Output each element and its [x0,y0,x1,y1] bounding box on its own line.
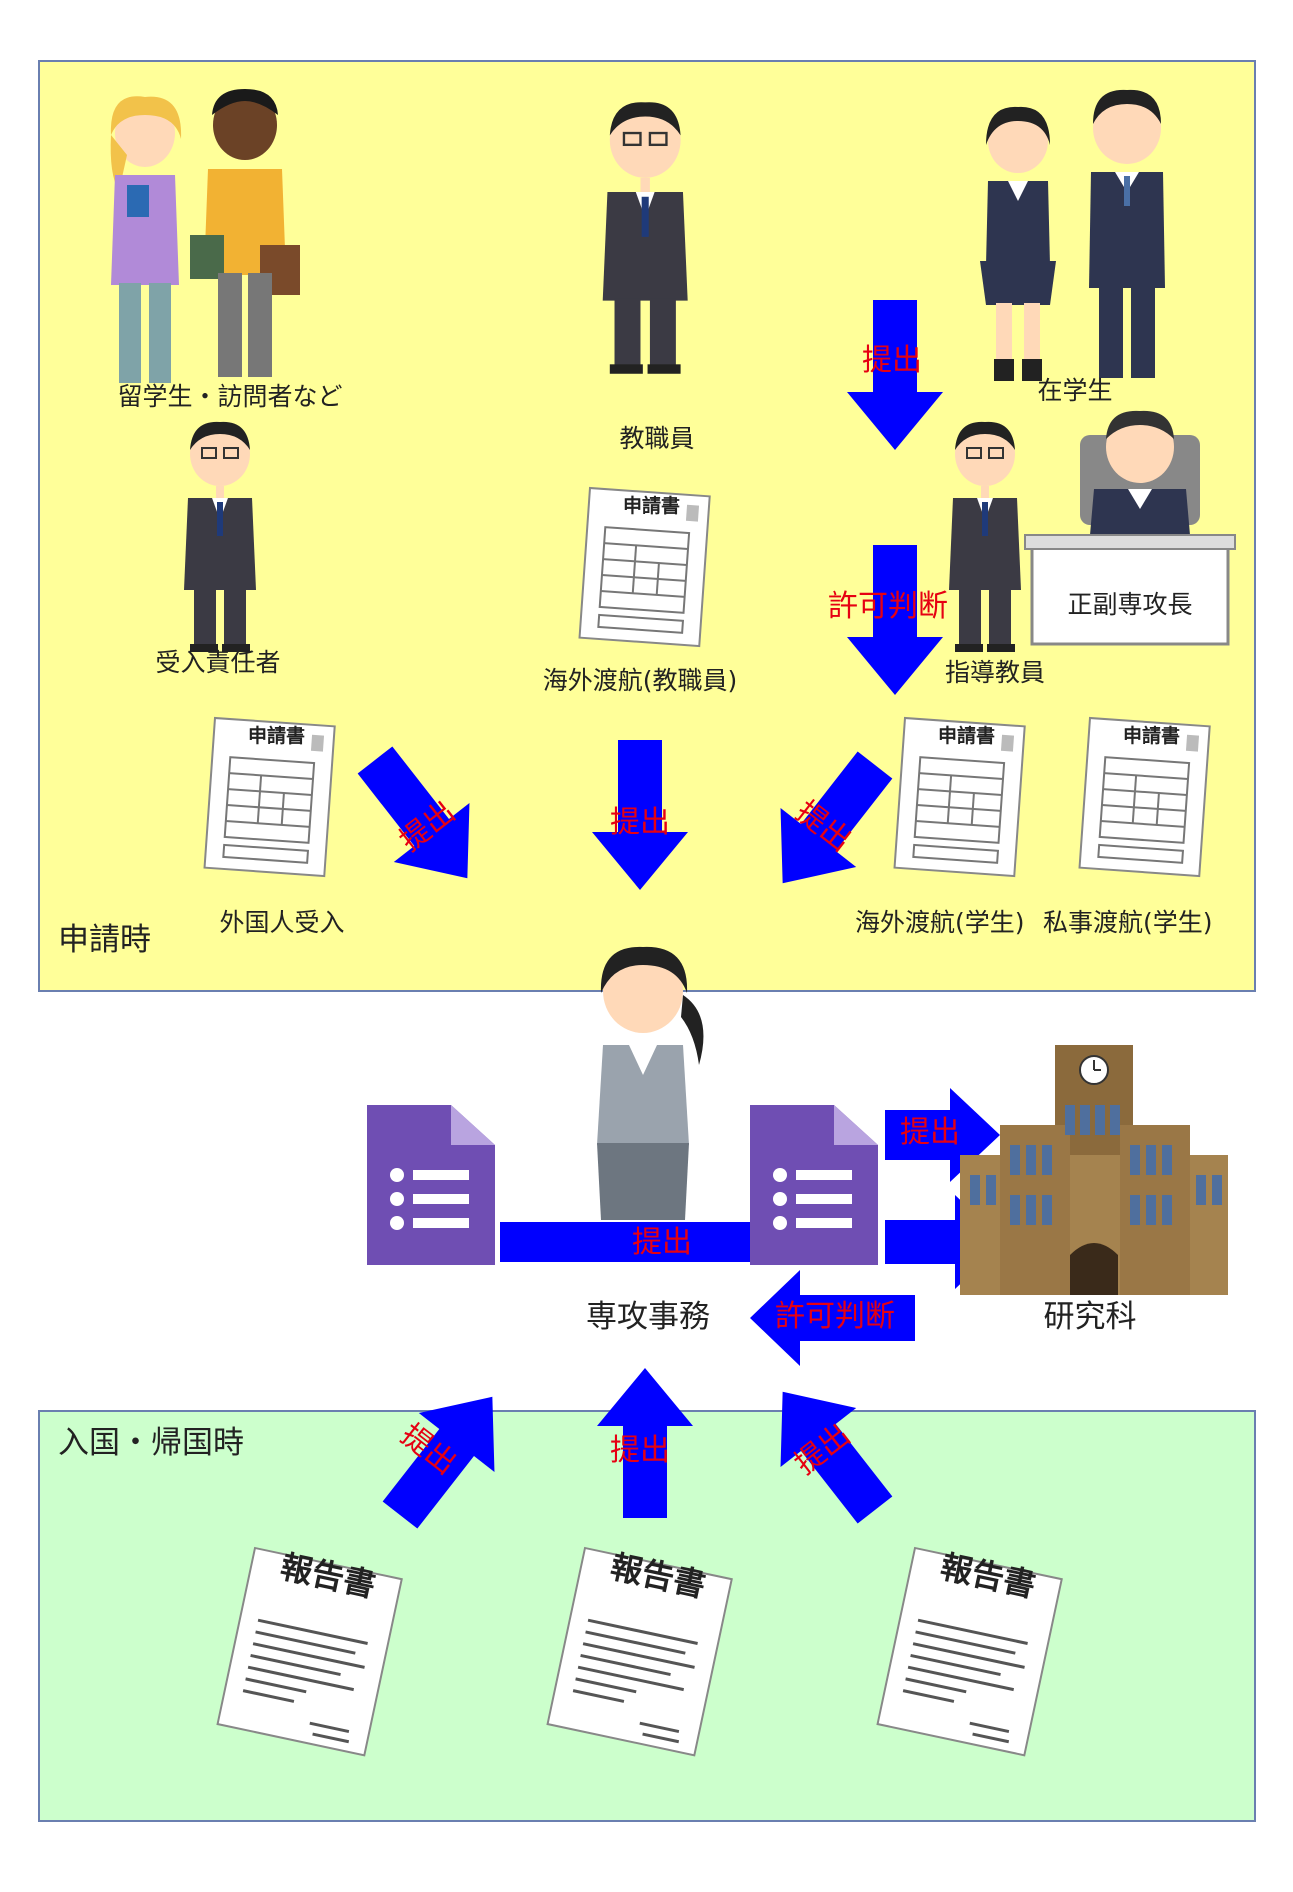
graduate-school-building [960,1045,1228,1295]
host-supervisor-figure [183,420,257,653]
application-section-title: 申請時 [58,922,151,958]
label-foreign-visitors: 留学生・訪問者など [117,382,343,411]
label-host-supervisor: 受入責任者 [155,648,281,677]
major-head-figure [1080,410,1200,535]
label-office: 専攻事務 [586,1299,710,1335]
label-student-overseas: 海外渡航(学生) [855,908,1025,937]
staff-figure [601,101,689,375]
label-foreign-acceptance: 外国人受入 [219,908,345,937]
action-approval-school: 許可判断 [775,1299,895,1334]
entry-return-section-title: 入国・帰国時 [58,1425,244,1461]
label-staff: 教職員 [619,424,695,453]
forms-icon-left [367,1105,495,1265]
label-staff-overseas: 海外渡航(教職員) [542,666,738,695]
form-title-student-overseas: 申請書 [938,725,996,747]
form-title-student-private: 申請書 [1123,725,1181,747]
arrow-school-approval [750,1270,915,1366]
major-head-desk [1030,538,1230,646]
action-submit-report-center: 提出 [610,1433,670,1468]
label-student-private: 私事渡航(学生) [1043,908,1213,937]
action-submit-school: 提出 [900,1115,960,1150]
arrow-forms-bar [500,1222,750,1262]
label-advisor: 指導教員 [944,658,1046,687]
forms-icon-right [750,1105,878,1265]
office-clerk-figure [597,946,704,1220]
action-submit-staff: 提出 [610,805,670,840]
label-graduate-school: 研究科 [1043,1299,1137,1335]
action-submit-students: 提出 [862,343,922,378]
label-major-head: 正副専攻長 [1067,590,1193,619]
student-girl [980,106,1056,381]
student-boy [1089,89,1165,378]
action-submit-forms: 提出 [632,1225,692,1260]
form-title-foreign: 申請書 [248,725,306,747]
action-approval-advisor: 許可判断 [828,589,948,624]
foreign-student-man [190,89,300,377]
foreign-student-woman [110,96,182,383]
form-title-staff: 申請書 [623,495,681,517]
label-students: 在学生 [1037,376,1113,405]
advisor-figure [948,420,1022,653]
